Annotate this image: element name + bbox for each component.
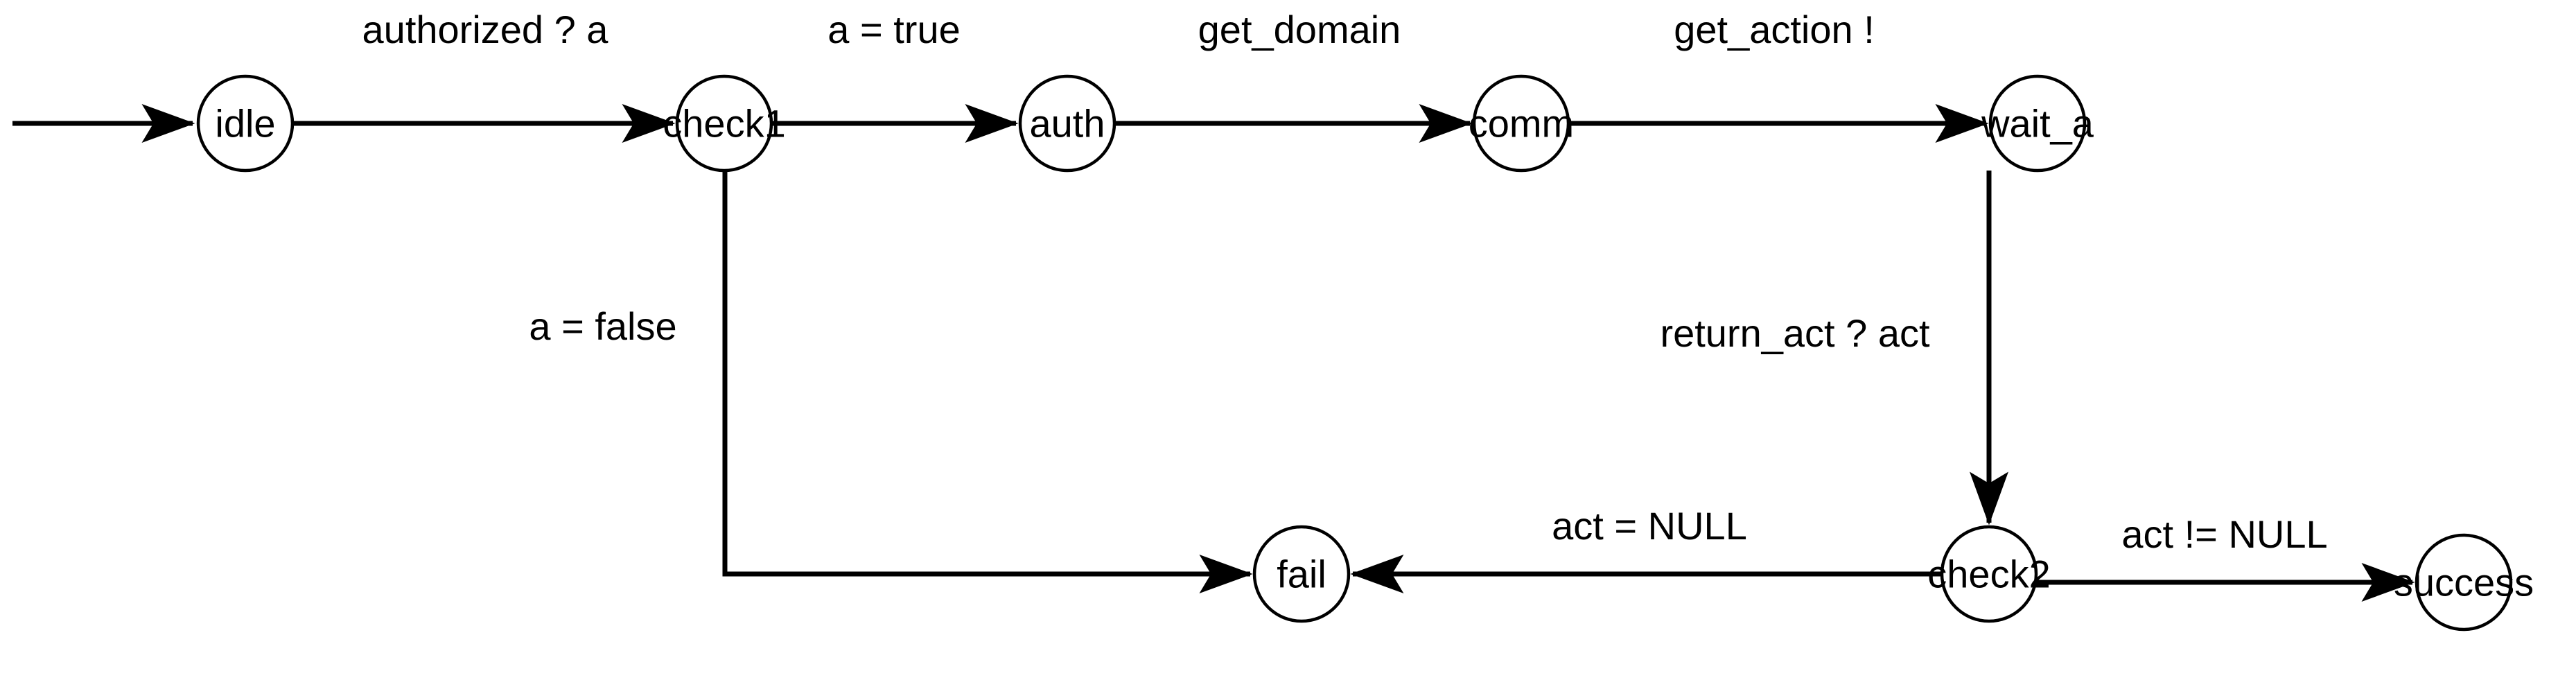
state-label-check1: check1	[663, 102, 785, 146]
edge-label-a-false: a = false	[529, 304, 676, 348]
edge-label-act-not-null: act != NULL	[2121, 512, 2327, 556]
state-node-fail[interactable]: fail	[1252, 525, 1351, 623]
edge-auth-to-comm: get_domain	[1114, 8, 1473, 143]
edge-check2-to-success: act != NULL	[2036, 512, 2415, 602]
edge-label-get-action: get_action !	[1674, 8, 1875, 51]
state-circle-auth[interactable]	[1018, 74, 1116, 173]
state-label-check2: check2	[1927, 553, 2050, 596]
edge-check1-to-auth: a = true	[771, 8, 1019, 143]
edge-label-a-true: a = true	[827, 8, 960, 51]
edge-check1-to-fail: a = false	[529, 171, 1253, 593]
edge-label-get-domain: get_domain	[1198, 8, 1401, 51]
edge-line-check1-fail	[722, 171, 1253, 593]
state-label-success: success	[2394, 561, 2534, 604]
state-node-success[interactable]: success	[2394, 533, 2534, 632]
edge-wait-a-to-check2: return_act ? act	[1660, 171, 2008, 525]
state-circle-fail[interactable]	[1252, 525, 1351, 623]
state-circle-success[interactable]	[2415, 533, 2513, 632]
edge-comm-to-wait-a: get_action !	[1568, 8, 1989, 143]
state-circle-comm[interactable]	[1472, 74, 1570, 173]
edge-label-return-act: return_act ? act	[1660, 311, 1930, 355]
edge-check2-to-fail: act = NULL	[1350, 504, 1942, 593]
state-circle-wait-a[interactable]	[1988, 74, 2087, 173]
state-label-fail: fail	[1277, 553, 1326, 596]
state-node-check2[interactable]: check2	[1927, 525, 2051, 623]
state-node-comm[interactable]: comm	[1469, 74, 1574, 173]
state-circle-check2[interactable]	[1940, 525, 2038, 623]
state-label-comm: comm	[1469, 102, 1574, 146]
edge-label-authorized: authorized ? a	[362, 8, 609, 51]
edge-label-act-null: act = NULL	[1552, 504, 1747, 548]
state-label-idle: idle	[215, 102, 275, 146]
edge-idle-to-check1: authorized ? a	[292, 8, 676, 143]
state-label-auth: auth	[1030, 102, 1105, 146]
state-node-check1[interactable]: check1	[663, 74, 786, 173]
state-node-wait-a[interactable]: wait_a	[1981, 74, 2094, 173]
state-node-auth[interactable]: auth	[1018, 74, 1116, 173]
state-circle-check1[interactable]	[675, 74, 773, 173]
state-circle-idle[interactable]	[196, 74, 295, 173]
state-node-idle[interactable]: idle	[196, 74, 295, 173]
state-label-wait-a: wait_a	[1981, 102, 2094, 146]
